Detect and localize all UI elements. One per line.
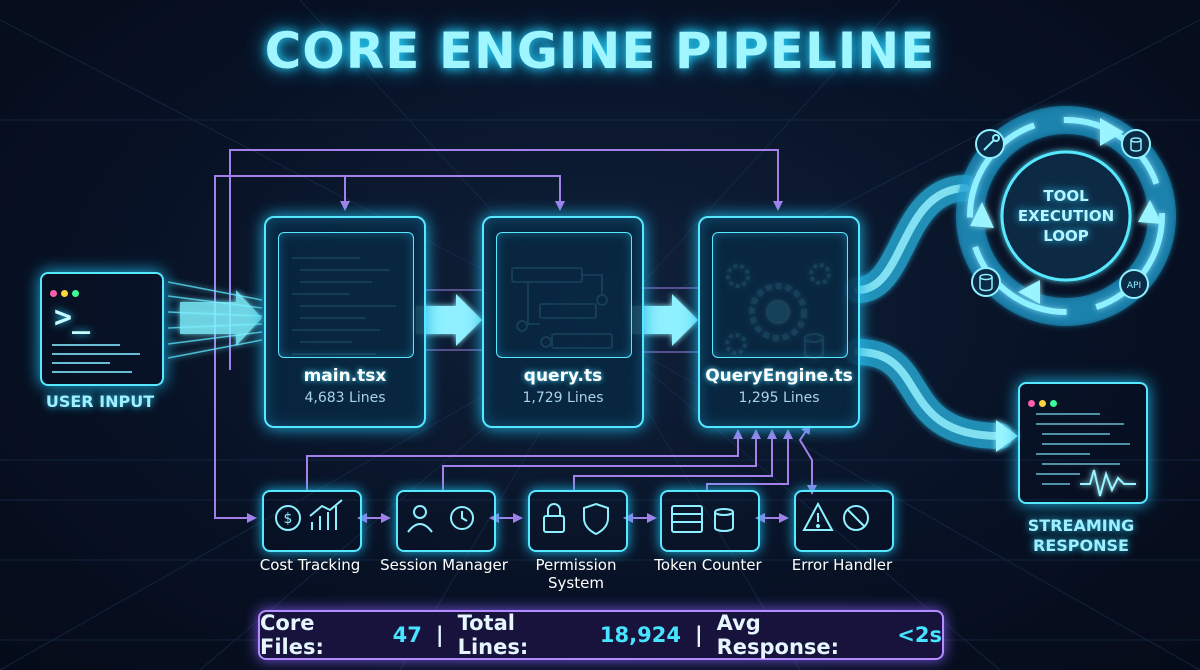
abacus-coins-icon <box>671 505 734 533</box>
stat-value: 18,924 <box>599 623 681 647</box>
top-feedback-arrows <box>214 149 817 523</box>
tube-to-response <box>845 339 1013 449</box>
loop-node-icons <box>971 129 1151 299</box>
file-card-query[interactable]: query.ts 1,729 Lines <box>482 216 644 428</box>
file-card-query-engine[interactable]: QueryEngine.ts 1,295 Lines <box>698 216 860 428</box>
file-name: query.ts <box>523 366 603 386</box>
stat-divider: | <box>694 623 703 647</box>
input-terminal-lines <box>52 344 140 373</box>
page-title: CORE ENGINE PIPELINE <box>264 22 936 80</box>
user-input-terminal: >_ <box>40 272 164 386</box>
tube-to-tool-loop-core <box>854 184 969 294</box>
line-count: 1,295 Lines <box>738 390 820 406</box>
stream-to-query <box>424 287 698 353</box>
flow-screen <box>496 232 632 358</box>
response-arrow-head <box>996 420 1018 452</box>
window-dots <box>1028 392 1061 411</box>
stat-value: 47 <box>392 623 422 647</box>
svg-text:$: $ <box>284 511 293 527</box>
module-label: Permission System <box>535 556 617 592</box>
dollar-chart-icon: $ <box>275 499 343 531</box>
api-icon: API <box>1127 281 1141 291</box>
line-count: 4,683 Lines <box>304 390 386 406</box>
lock-shield-icon <box>543 502 609 536</box>
module-label: Session Manager <box>380 556 508 574</box>
database-icon <box>979 137 1142 292</box>
window-dots <box>50 282 83 301</box>
streaming-response-label: STREAMING RESPONSE <box>1027 516 1135 555</box>
stat-label: Core Files: <box>260 611 324 659</box>
user-input-label: USER INPUT <box>45 392 155 411</box>
prompt-icon: >_ <box>54 300 91 335</box>
line-count: 1,729 Lines <box>522 390 604 406</box>
tube-to-tool-loop <box>845 175 978 303</box>
arrow-input-to-main <box>180 290 262 346</box>
response-code-lines <box>1036 413 1130 485</box>
file-name: main.tsx <box>303 366 387 386</box>
tool-loop-label: TOOL EXECUTION LOOP <box>1017 187 1115 245</box>
file-name: QueryEngine.ts <box>705 366 853 386</box>
stat-value: <2s <box>897 623 942 647</box>
arrow-query-to-engine <box>632 294 698 346</box>
wrench-icon <box>983 134 1000 151</box>
module-label: Cost Tracking <box>259 556 361 574</box>
module-cost-tracking[interactable] <box>262 490 362 552</box>
stat-divider: | <box>435 623 444 647</box>
warning-bug-icon <box>802 501 869 531</box>
module-label: Error Handler <box>791 556 893 574</box>
module-permission-system[interactable] <box>528 490 628 552</box>
module-session-manager[interactable] <box>396 490 496 552</box>
arrow-main-to-query <box>416 294 482 346</box>
tool-loop-ring <box>956 106 1176 326</box>
waveform-icon <box>1080 469 1136 497</box>
tube-to-response-core <box>854 348 1004 440</box>
user-clock-icon <box>407 505 474 533</box>
stat-label: Avg Response: <box>716 611 840 659</box>
stat-label: Total Lines: <box>457 611 529 659</box>
engine-screen <box>712 232 848 358</box>
module-label: Token Counter <box>654 556 762 574</box>
file-card-main[interactable]: main.tsx 4,683 Lines <box>264 216 426 428</box>
code-screen <box>278 232 414 358</box>
stats-bar: Core Files: 47 | Total Lines: 18,924 | A… <box>258 610 944 660</box>
module-token-counter[interactable] <box>660 490 760 552</box>
module-error-handler[interactable] <box>794 490 894 552</box>
streaming-response-terminal <box>1018 382 1148 504</box>
